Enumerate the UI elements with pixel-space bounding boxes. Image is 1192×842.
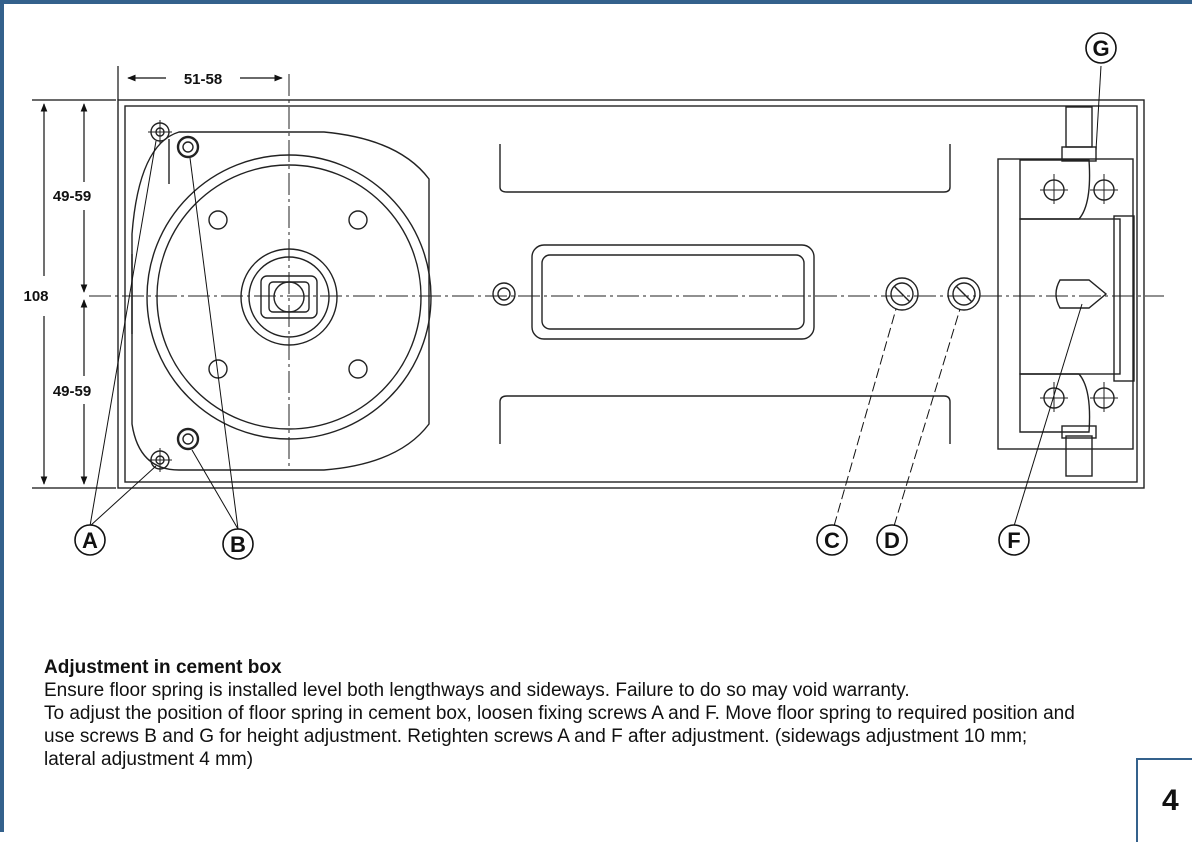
left-housing-outline bbox=[131, 131, 430, 471]
center-slot-outer bbox=[531, 244, 815, 340]
adjustment-instructions: Adjustment in cement box Ensure floor sp… bbox=[44, 656, 1084, 771]
screw-b-bottom bbox=[176, 427, 200, 451]
cement-box-outline bbox=[117, 99, 1145, 489]
page-number-box: 4 bbox=[1136, 758, 1192, 842]
instruction-paragraph-2: To adjust the position of floor spring i… bbox=[44, 703, 1075, 770]
dimension-lower: 49-59 bbox=[53, 383, 91, 400]
instruction-paragraph-1: Ensure floor spring is installed level b… bbox=[44, 680, 910, 701]
screw-c bbox=[885, 277, 919, 311]
dimension-total: 108 bbox=[23, 288, 48, 305]
center-slot-inner bbox=[541, 254, 805, 330]
housing-ledge bbox=[131, 139, 170, 334]
callout-g: G bbox=[1092, 36, 1109, 61]
screw-d bbox=[947, 277, 981, 311]
callout-b: B bbox=[230, 532, 246, 557]
dimension-width: 51-58 bbox=[184, 71, 222, 88]
page-number: 4 bbox=[1162, 784, 1179, 817]
callout-f: F bbox=[1007, 528, 1020, 553]
callout-c: C bbox=[824, 528, 840, 553]
right-bracket bbox=[997, 106, 1135, 477]
upper-rail bbox=[499, 144, 951, 193]
callout-d: D bbox=[884, 528, 900, 553]
floor-spring-drawing: 51-58 49-59 108 49-59 A B C D F G bbox=[23, 32, 1164, 560]
spring-disc bbox=[146, 154, 432, 440]
section-heading: Adjustment in cement box bbox=[44, 657, 282, 678]
pivot-screw bbox=[492, 282, 516, 306]
screw-b-top bbox=[176, 135, 200, 159]
dimension-upper: 49-59 bbox=[53, 188, 91, 205]
cement-box-inner-outline bbox=[124, 105, 1138, 483]
callout-a: A bbox=[82, 528, 98, 553]
lower-rail bbox=[499, 395, 951, 444]
